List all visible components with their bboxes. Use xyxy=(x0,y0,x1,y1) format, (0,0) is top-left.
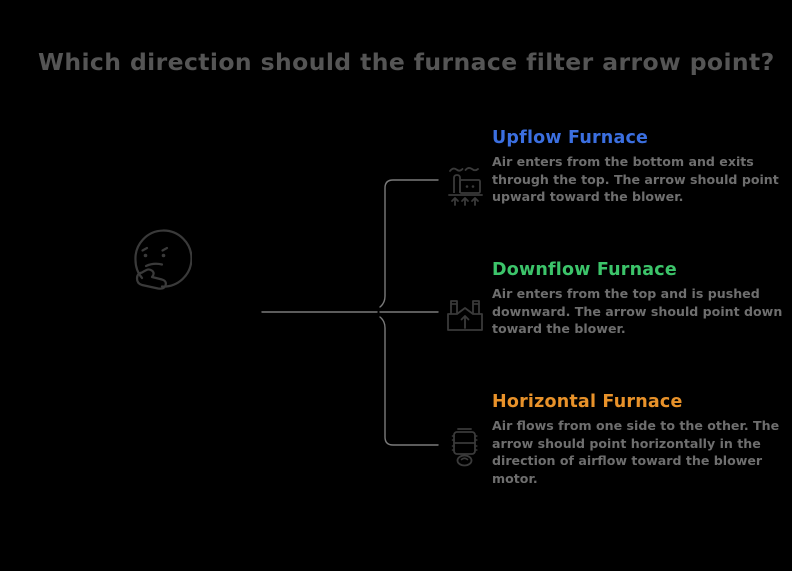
branch-content: Upflow Furnace Air enters from the botto… xyxy=(492,128,784,206)
upflow-furnace-icon xyxy=(442,162,488,208)
branch-description-downflow: Air enters from the top and is pushed do… xyxy=(492,286,783,337)
page-title: Which direction should the furnace filte… xyxy=(38,48,775,76)
branch-title-upflow: Upflow Furnace xyxy=(492,128,649,148)
branch-description-upflow: Air enters from the bottom and exits thr… xyxy=(492,154,779,205)
branch-title-downflow: Downflow Furnace xyxy=(492,260,677,280)
branch-title-horizontal: Horizontal Furnace xyxy=(492,392,683,412)
downflow-furnace-icon xyxy=(442,292,488,338)
horizontal-furnace-icon xyxy=(442,422,488,468)
center-node xyxy=(118,222,193,296)
thinking-face-emoji-icon xyxy=(134,229,193,290)
branch-content: Horizontal Furnace Air flows from one si… xyxy=(492,392,784,487)
branch-description-horizontal: Air flows from one side to the other. Th… xyxy=(492,418,780,486)
branch-content: Downflow Furnace Air enters from the top… xyxy=(492,260,784,338)
